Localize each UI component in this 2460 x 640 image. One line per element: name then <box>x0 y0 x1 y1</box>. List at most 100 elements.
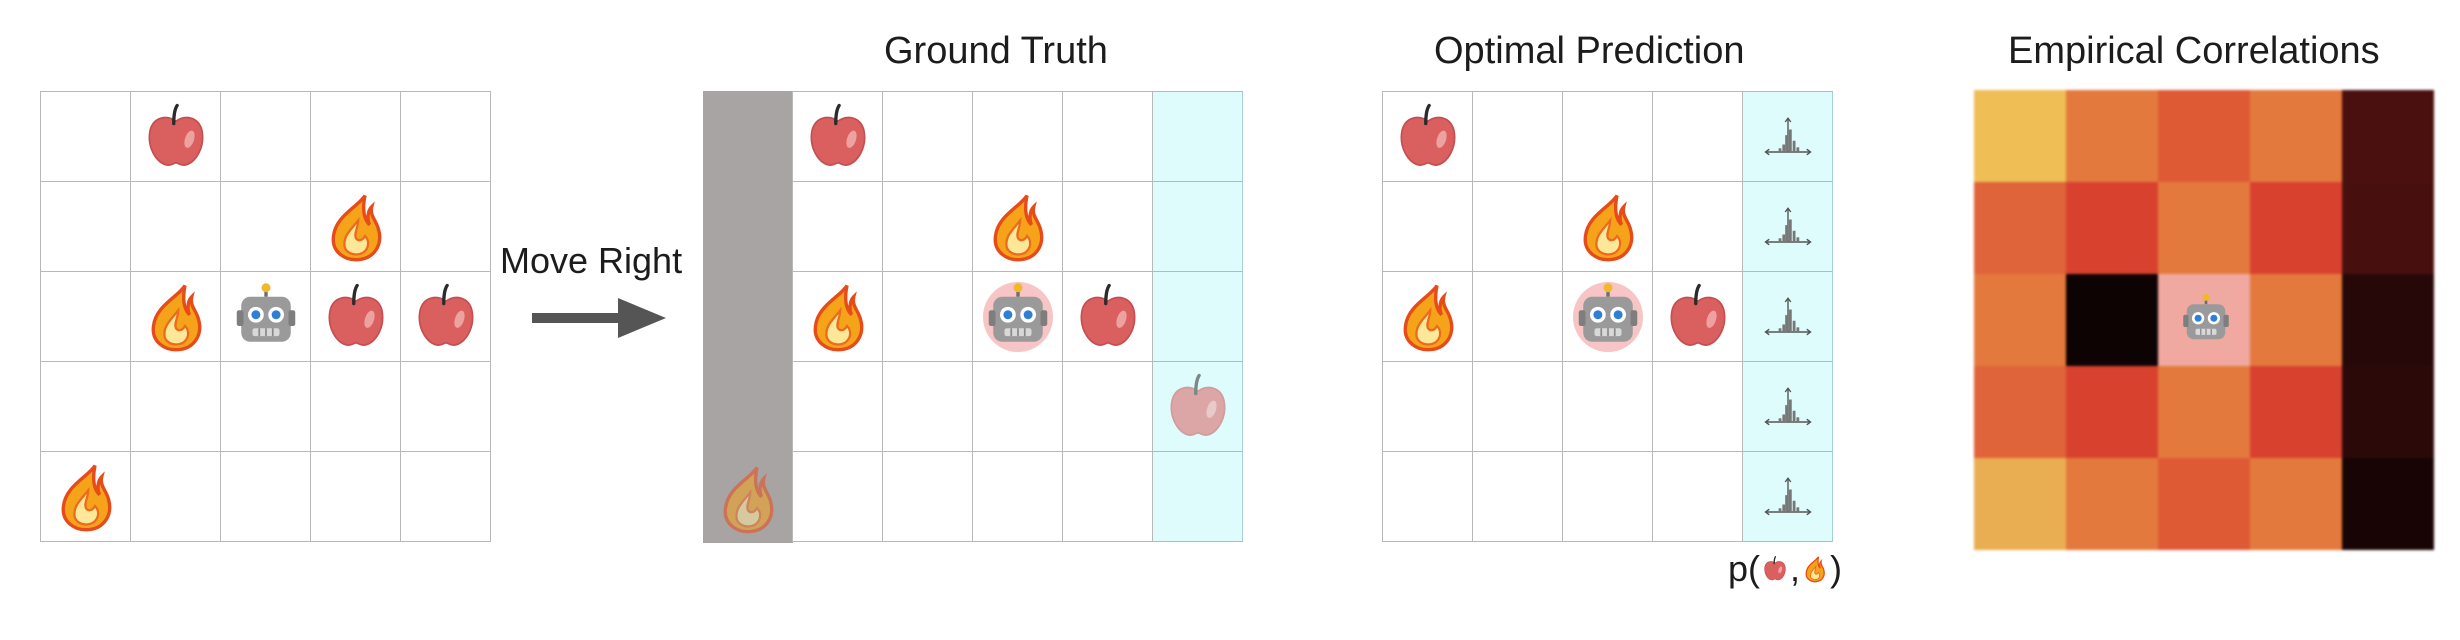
heatmap-cell <box>1974 274 2066 366</box>
heatmap-cell <box>2342 182 2434 274</box>
heatmap-cell <box>1974 182 2066 274</box>
apple-icon <box>320 281 392 353</box>
grid-cell <box>131 272 221 362</box>
grid-cell <box>1653 92 1743 182</box>
exited-column-wall <box>703 91 793 543</box>
grid-cell <box>1383 362 1473 452</box>
grid-cell <box>311 452 401 542</box>
heatmap-cell <box>2250 182 2342 274</box>
grid-cell <box>221 452 311 542</box>
grid-cell <box>401 92 491 182</box>
grid-cell <box>793 92 883 182</box>
apple-icon <box>1072 281 1144 353</box>
fire-icon <box>140 281 212 353</box>
heatmap-agent-marker <box>2166 282 2258 374</box>
apple-icon <box>1761 555 1789 583</box>
grid-cell <box>401 272 491 362</box>
heatmap-cell <box>2066 366 2158 458</box>
grid-cell <box>883 452 973 542</box>
heatmap-cell <box>2066 182 2158 274</box>
heatmap-cell <box>2342 458 2434 550</box>
grid-cell <box>1743 182 1833 272</box>
grid-cell <box>1743 92 1833 182</box>
grid-cell <box>221 92 311 182</box>
apple-icon <box>410 281 482 353</box>
fire-icon <box>982 191 1054 263</box>
optimal-prediction-grid <box>1382 91 1833 542</box>
apple-icon <box>1162 371 1234 443</box>
heatmap-cell <box>2158 366 2250 458</box>
grid-cell <box>221 272 311 362</box>
grid-cell <box>1563 452 1653 542</box>
grid-cell <box>1383 92 1473 182</box>
grid-cell <box>1153 92 1243 182</box>
fire-icon <box>1392 281 1464 353</box>
distribution-icon <box>1758 377 1818 437</box>
grid-cell <box>41 452 131 542</box>
robot-icon <box>230 281 302 353</box>
grid-cell <box>311 362 401 452</box>
empirical-correlations-title: Empirical Correlations <box>2008 30 2380 72</box>
grid-cell <box>1383 182 1473 272</box>
fire-icon <box>1801 555 1829 583</box>
prob-prefix: p( <box>1728 548 1761 589</box>
grid-cell <box>1383 272 1473 362</box>
apple-icon <box>1662 281 1734 353</box>
robot-icon <box>1572 281 1644 353</box>
grid-cell <box>1473 182 1563 272</box>
heatmap-cell <box>2158 90 2250 182</box>
grid-cell <box>131 92 221 182</box>
grid-cell <box>131 362 221 452</box>
grid-cell <box>973 362 1063 452</box>
grid-cell <box>1473 92 1563 182</box>
heatmap-cell <box>2250 90 2342 182</box>
grid-cell <box>1563 362 1653 452</box>
grid-cell <box>1063 452 1153 542</box>
grid-cell <box>883 272 973 362</box>
heatmap-cell <box>2066 90 2158 182</box>
optimal-prediction-title: Optimal Prediction <box>1434 30 1745 72</box>
heatmap-cell <box>2342 366 2434 458</box>
heatmap-cell <box>1974 366 2066 458</box>
distribution-icon <box>1758 287 1818 347</box>
ground-truth-title: Ground Truth <box>884 30 1108 72</box>
grid-cell <box>1743 452 1833 542</box>
grid-cell <box>793 452 883 542</box>
grid-cell <box>1063 182 1153 272</box>
grid-cell <box>131 182 221 272</box>
grid-cell <box>883 362 973 452</box>
robot-icon <box>982 281 1054 353</box>
grid-cell <box>1743 272 1833 362</box>
heatmap-cell <box>1974 458 2066 550</box>
grid-cell <box>221 182 311 272</box>
heatmap-cell <box>2250 458 2342 550</box>
fire-icon <box>712 463 784 535</box>
apple-icon <box>140 101 212 173</box>
grid-cell <box>793 362 883 452</box>
grid-cell <box>1563 92 1653 182</box>
heatmap-cell <box>2342 274 2434 366</box>
grid-cell <box>973 272 1063 362</box>
grid-cell <box>973 452 1063 542</box>
probability-label: p( , ) <box>1728 548 1842 590</box>
grid-cell <box>311 272 401 362</box>
grid-cell <box>311 182 401 272</box>
action-label: Move Right <box>500 240 683 281</box>
fire-icon <box>50 461 122 533</box>
grid-cell <box>41 92 131 182</box>
grid-cell <box>1473 362 1563 452</box>
grid-cell <box>41 272 131 362</box>
robot-icon <box>2178 292 2234 348</box>
grid-cell <box>311 92 401 182</box>
fire-icon <box>1572 191 1644 263</box>
heatmap-cell <box>2158 458 2250 550</box>
grid-cell <box>1153 452 1243 542</box>
grid-cell <box>1153 182 1243 272</box>
heatmap-cell <box>1974 90 2066 182</box>
grid-cell <box>1653 272 1743 362</box>
grid-cell <box>1063 362 1153 452</box>
grid-cell <box>1063 92 1153 182</box>
grid-cell <box>401 452 491 542</box>
grid-cell <box>1653 182 1743 272</box>
fire-icon <box>320 191 392 263</box>
